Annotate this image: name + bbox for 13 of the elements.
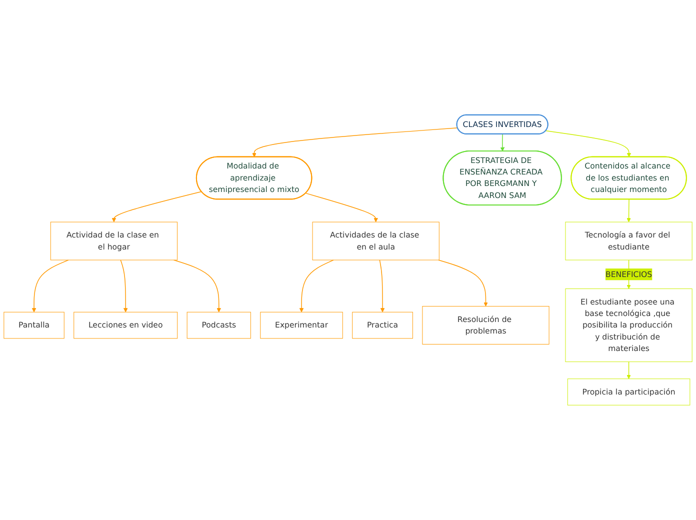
- arrow: [173, 260, 222, 312]
- arrow: [32, 260, 69, 312]
- arrow: [299, 260, 334, 312]
- arrow: [438, 260, 488, 306]
- arrow: [379, 260, 385, 312]
- arrow: [252, 128, 458, 158]
- arrow: [112, 191, 202, 222]
- arrow: [305, 192, 378, 222]
- arrow: [626, 361, 631, 380]
- arrow: [545, 130, 632, 158]
- arrow: [120, 260, 128, 312]
- arrow: [626, 199, 631, 222]
- arrow: [500, 134, 505, 152]
